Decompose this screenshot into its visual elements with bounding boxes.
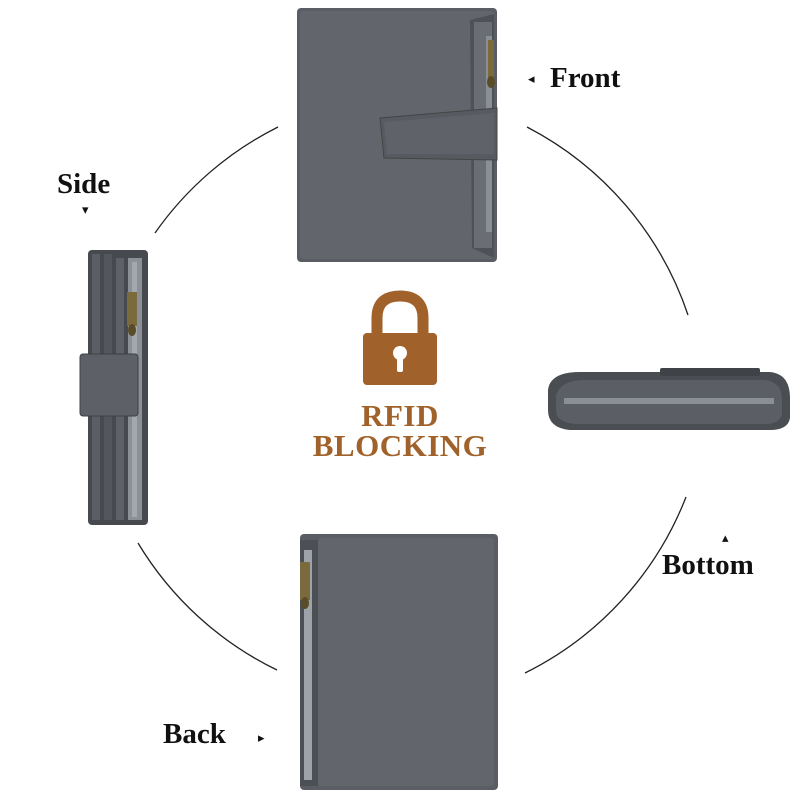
- rfid-text-line2: BLOCKING: [312, 428, 488, 463]
- front-arrow-icon: ◂: [528, 72, 535, 87]
- back-arrow-icon: ▸: [258, 731, 265, 746]
- arc-top-right: [526, 126, 689, 316]
- circle-arcs: [137, 126, 689, 674]
- side-label: Side: [57, 168, 111, 200]
- wallet-back-image: [300, 534, 498, 790]
- bottom-arrow-icon: ▴: [722, 531, 729, 546]
- front-label: Front: [550, 62, 621, 94]
- side-arrow-icon: ▾: [82, 203, 89, 218]
- arc-bottom-right: [524, 496, 687, 674]
- bottom-label: Bottom: [662, 549, 754, 581]
- wallet-front-image: [297, 8, 498, 262]
- wallet-bottom-image: [548, 368, 790, 430]
- back-label: Back: [163, 718, 226, 750]
- rfid-text-line1: RFID: [361, 398, 439, 433]
- wallet-side-image: [79, 250, 148, 525]
- arc-top-left: [154, 126, 279, 234]
- padlock-icon: [363, 290, 437, 385]
- arc-bottom-left: [137, 542, 278, 671]
